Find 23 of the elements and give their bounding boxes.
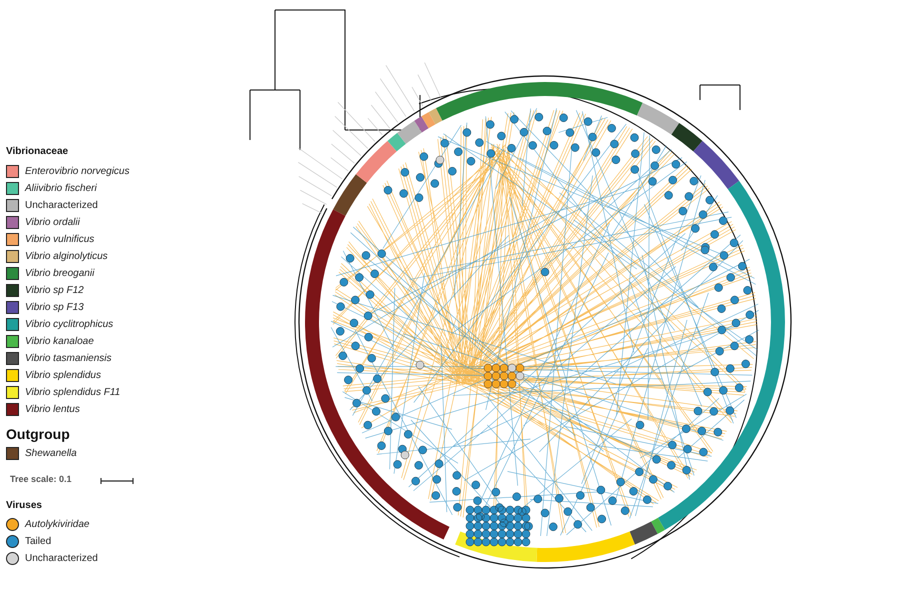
legend-label: Tailed: [25, 536, 52, 546]
legend-label: Vibrio sp F12: [25, 284, 84, 296]
legend-label: Uncharacterized: [25, 200, 98, 210]
legend-label: Vibrio tasmaniensis: [25, 352, 112, 364]
legend-label: Vibrio sp F13: [25, 302, 84, 312]
legend-label: Vibrio splendidus: [25, 370, 101, 380]
legend-label: Uncharacterized: [25, 552, 98, 564]
scale-label: Tree scale: 0.1: [10, 474, 72, 484]
legend-label: Vibrio alginolyticus: [25, 250, 108, 262]
legend-label: Vibrio kanaloae: [25, 336, 94, 346]
legend-label: Vibrio vulnificus: [25, 234, 94, 244]
legend-heading: Viruses: [6, 500, 42, 511]
legend-label: Vibrio breoganii: [25, 268, 94, 278]
legend-label: Autolykiviridae: [25, 518, 90, 530]
legend-label: Shewanella: [25, 448, 77, 458]
legend-label: Vibrio ordalii: [25, 216, 80, 228]
legend-label: Enterovibrio norvegicus: [25, 166, 130, 176]
legend-label: Vibrio lentus: [25, 404, 80, 414]
legend-heading: Outgroup: [6, 426, 70, 442]
legend-label: Aliivibrio fischeri: [25, 182, 97, 194]
legend-label: Vibrio cyclitrophicus: [25, 318, 114, 330]
legend-label: Vibrio splendidus F11: [25, 386, 120, 398]
legend-heading: Vibrionaceae: [6, 146, 68, 157]
